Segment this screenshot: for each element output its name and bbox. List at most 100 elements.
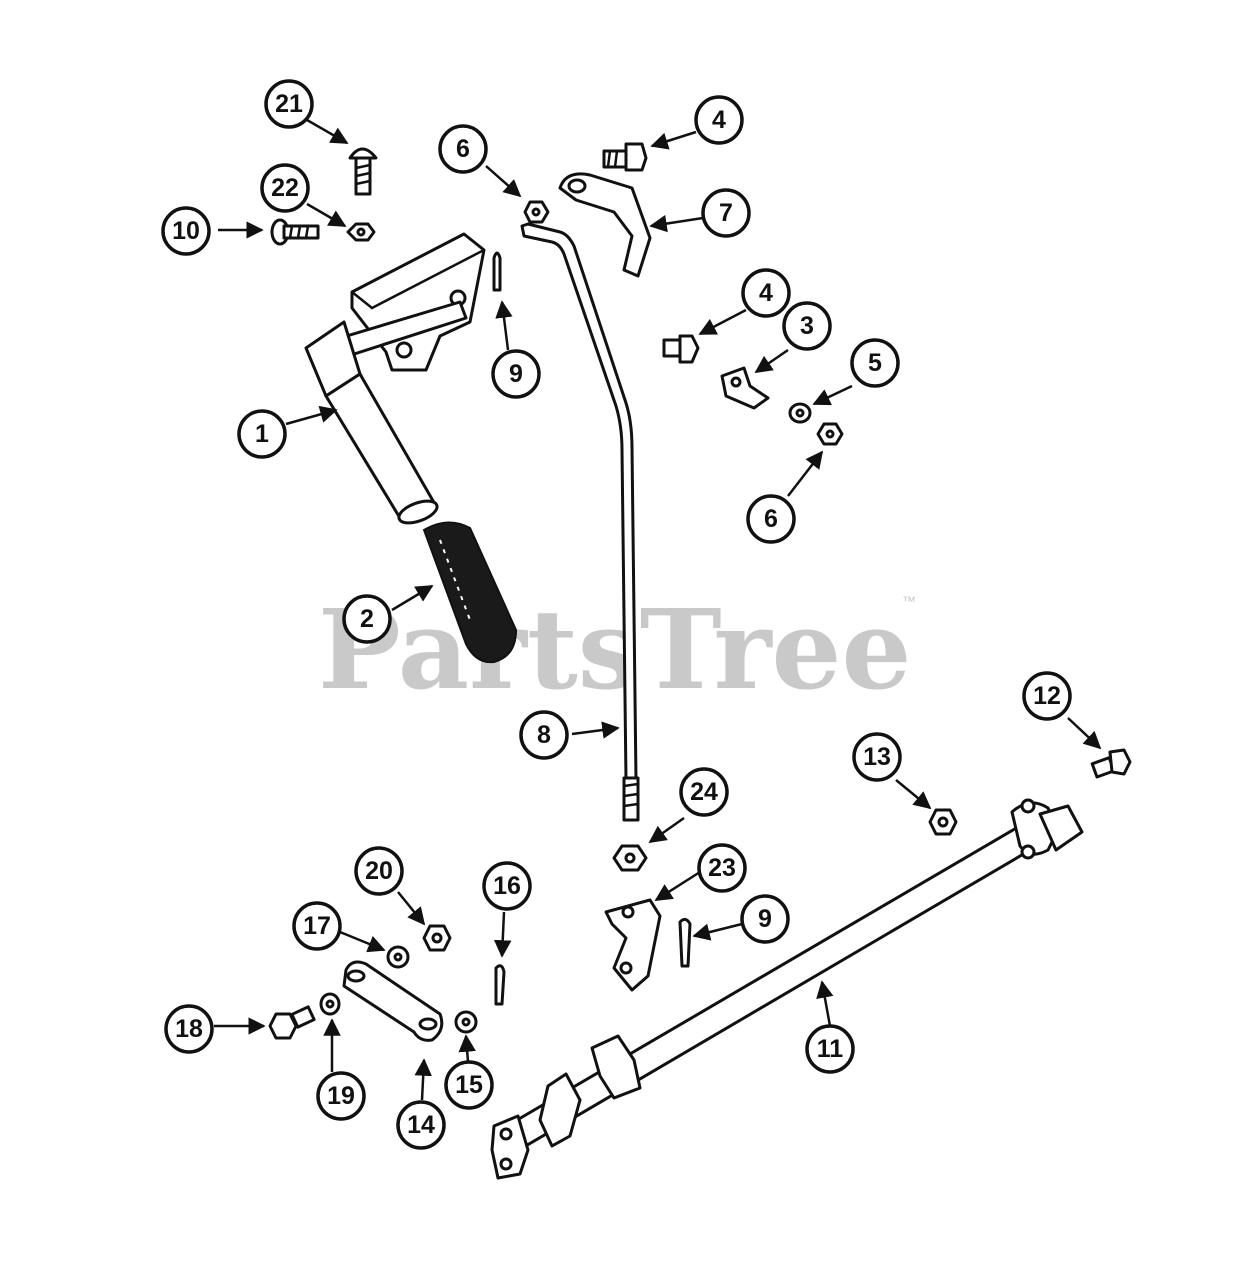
part-washer-19 [319, 992, 341, 1016]
callout-circle [316, 1071, 366, 1121]
part-carriage-bolt [348, 147, 378, 196]
callout-circle [438, 124, 488, 174]
watermark-trademark: ™ [902, 593, 916, 609]
callout-circle [805, 1024, 855, 1074]
callout-label: 6 [764, 505, 778, 533]
part-nut-20 [422, 924, 452, 952]
callout-18: 18 [164, 1004, 214, 1054]
callout-label: 5 [868, 349, 882, 377]
callout-label: 3 [800, 312, 814, 340]
callout-14: 14 [396, 1100, 446, 1150]
part-bracket-23 [604, 898, 662, 992]
callout-circle [164, 1004, 214, 1054]
callout-label: 10 [172, 217, 200, 245]
callout-12: 12 [1022, 671, 1072, 721]
part-cotter-pin-lower [678, 917, 692, 968]
callout-label: 20 [365, 857, 393, 885]
callout-label: 6 [456, 135, 470, 163]
part-nut-upper [346, 222, 376, 242]
callout-4: 4 [694, 95, 744, 145]
callout-9: 9 [491, 349, 541, 399]
part-bolt-mid [662, 334, 700, 364]
callout-circle [701, 188, 751, 238]
callout-4: 4 [741, 268, 791, 318]
callout-label: 21 [275, 90, 303, 118]
callout-label: 9 [758, 905, 772, 933]
part-washer-17 [386, 945, 410, 969]
callout-8: 8 [519, 710, 569, 760]
callout-label: 8 [537, 721, 551, 749]
callout-label: 13 [863, 743, 891, 771]
callout-label: 4 [759, 279, 773, 307]
part-bracket-7 [558, 172, 652, 278]
callout-label: 1 [255, 420, 269, 448]
callout-circle [264, 79, 314, 129]
part-cotter-pin-top [492, 251, 502, 292]
callout-circle [741, 268, 791, 318]
part-control-rod [520, 222, 640, 822]
part-bolt-18 [268, 1005, 316, 1040]
watermark: PartsTree ™ [318, 585, 916, 714]
callout-label: 14 [407, 1111, 435, 1139]
callout-label: 11 [817, 1035, 844, 1063]
callout-circle [396, 1100, 446, 1150]
part-washer-15 [454, 1010, 478, 1034]
part-cross-shaft [490, 798, 1084, 1180]
callout-circle [782, 301, 832, 351]
callout-circle [292, 901, 342, 951]
callout-7: 7 [701, 188, 751, 238]
callout-21: 21 [264, 79, 314, 129]
callout-20: 20 [354, 846, 404, 896]
callout-circle [482, 861, 532, 911]
callout-15: 15 [444, 1060, 494, 1110]
callout-19: 19 [316, 1071, 366, 1121]
callout-label: 18 [175, 1015, 203, 1043]
callout-label: 4 [712, 106, 726, 134]
callout-leaders [214, 118, 1102, 1101]
callout-1: 1 [237, 409, 287, 459]
callout-22: 22 [260, 163, 310, 213]
callout-layer: 2122106479435612812132423920161718191415… [161, 79, 1072, 1150]
callout-2: 2 [342, 594, 392, 644]
part-bolt-top [602, 142, 648, 172]
callout-circle [852, 732, 902, 782]
part-nut-mid [816, 422, 844, 446]
callout-16: 16 [482, 861, 532, 911]
part-clip-3 [720, 366, 770, 410]
callout-circle [697, 843, 747, 893]
callout-circle [1022, 671, 1072, 721]
callout-circle [746, 494, 796, 544]
part-cotter-pin-16 [494, 964, 506, 1006]
callout-circle [694, 95, 744, 145]
callout-circle [519, 710, 569, 760]
callout-23: 23 [697, 843, 747, 893]
part-nut-24 [612, 844, 648, 872]
callout-11: 11 [805, 1024, 855, 1074]
callout-6: 6 [746, 494, 796, 544]
callout-label: 9 [509, 360, 523, 388]
callout-circle [740, 894, 790, 944]
callout-circle [260, 163, 310, 213]
callout-circle [354, 846, 404, 896]
callout-17: 17 [292, 901, 342, 951]
callout-label: 16 [493, 872, 521, 900]
callout-circle [342, 594, 392, 644]
part-nut-top [523, 200, 550, 224]
part-link-plate [342, 960, 444, 1042]
callout-3: 3 [782, 301, 832, 351]
callout-13: 13 [852, 732, 902, 782]
callout-circle [850, 338, 900, 388]
callout-label: 2 [360, 605, 374, 633]
callout-circle [491, 349, 541, 399]
part-screw-10 [270, 218, 320, 246]
callout-label: 15 [455, 1071, 483, 1099]
callout-label: 17 [303, 912, 331, 940]
callout-5: 5 [850, 338, 900, 388]
callout-label: 23 [708, 854, 736, 882]
callout-9: 9 [740, 894, 790, 944]
part-nut-13 [928, 808, 958, 836]
part-lever-assembly [304, 232, 486, 525]
callout-label: 7 [719, 199, 733, 227]
